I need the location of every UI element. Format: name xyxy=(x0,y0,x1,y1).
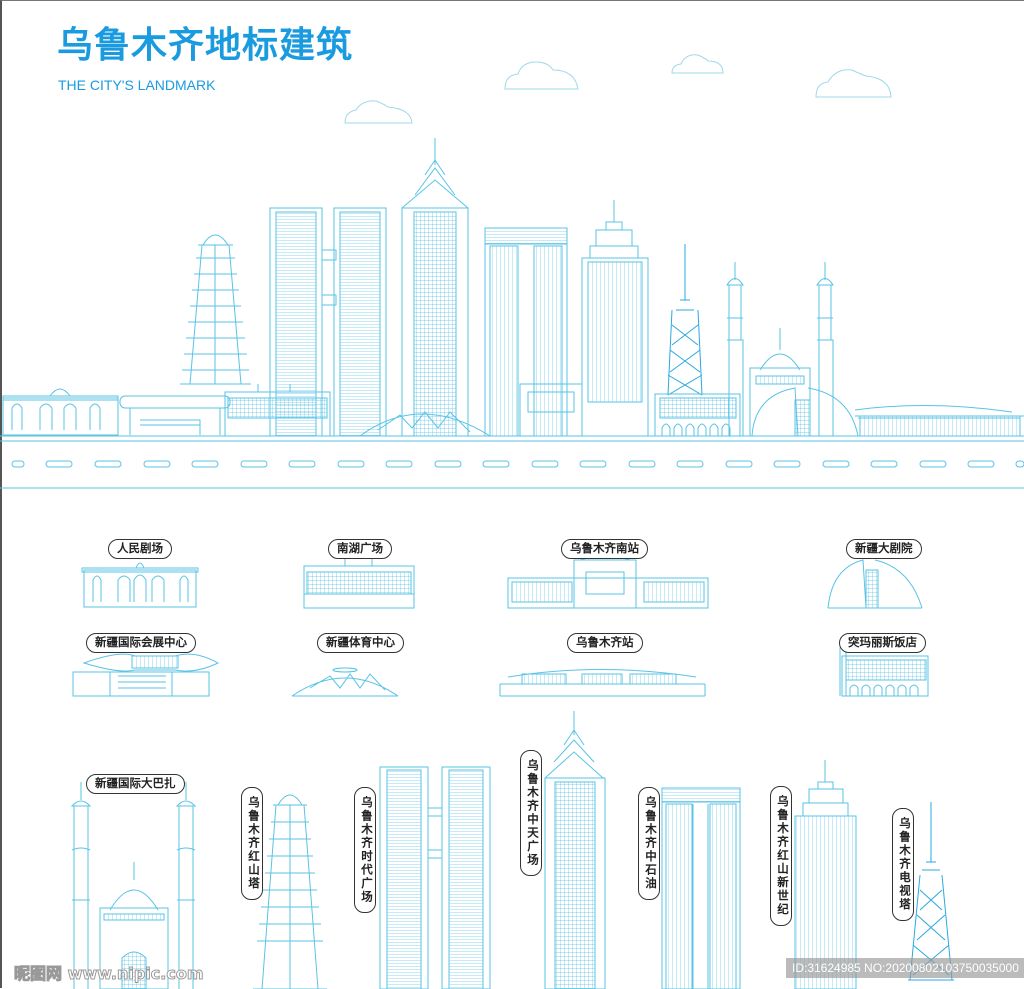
watermark-id: ID:31624985 NO:20200802103750035000 xyxy=(786,958,1024,978)
label-petrochina: 乌鲁木齐中石油 xyxy=(638,787,660,900)
label-tv-tower: 乌鲁木齐电视塔 xyxy=(892,808,914,921)
building-tv-tower xyxy=(908,802,954,981)
label-grand-bazaar: 新疆国际大巴扎 xyxy=(86,774,185,794)
road-dashes xyxy=(11,460,1024,468)
building-grand-theatre xyxy=(827,559,923,609)
building-sports-center xyxy=(291,667,399,697)
city-skyline xyxy=(0,138,1024,489)
label-sports-center: 新疆体育中心 xyxy=(317,633,404,653)
label-zhongtian-plaza: 乌鲁木齐中天广场 xyxy=(520,750,542,876)
building-south-station xyxy=(507,555,709,609)
building-zhongtian-plaza xyxy=(544,711,606,989)
building-hongshan-pagoda xyxy=(253,794,327,989)
building-urumqi-station xyxy=(499,669,706,697)
building-expo-center xyxy=(72,653,220,697)
label-people-theatre: 人民剧场 xyxy=(108,539,172,559)
building-nanhu-square xyxy=(303,556,415,609)
building-petrochina xyxy=(661,787,741,989)
building-grand-bazaar xyxy=(70,782,197,989)
cloud-icon xyxy=(344,54,892,124)
building-hongshan-new-century xyxy=(794,760,857,989)
page-title: 乌鲁木齐地标建筑 xyxy=(57,25,354,66)
label-nanhu-square: 南湖广场 xyxy=(328,539,392,559)
building-people-theatre xyxy=(81,562,199,608)
page-subtitle: THE CITY'S LANDMARK xyxy=(58,77,216,93)
building-tumaris-hotel xyxy=(839,647,929,697)
watermark-site: 昵图网 www.nipic.com xyxy=(14,964,204,984)
label-urumqi-station: 乌鲁木齐站 xyxy=(567,633,643,653)
building-times-square xyxy=(379,766,491,989)
label-expo-center: 新疆国际会展中心 xyxy=(86,633,196,653)
label-hongshan-new-century: 乌鲁木齐红山新世纪 xyxy=(770,786,792,926)
label-times-square: 乌鲁木齐时代广场 xyxy=(354,787,376,913)
label-grand-theatre: 新疆大剧院 xyxy=(846,539,922,559)
label-hongshan-pagoda: 乌鲁木齐红山塔 xyxy=(241,787,263,900)
label-south-station: 乌鲁木齐南站 xyxy=(561,539,648,559)
label-tumaris-hotel: 突玛丽斯饭店 xyxy=(839,633,926,653)
